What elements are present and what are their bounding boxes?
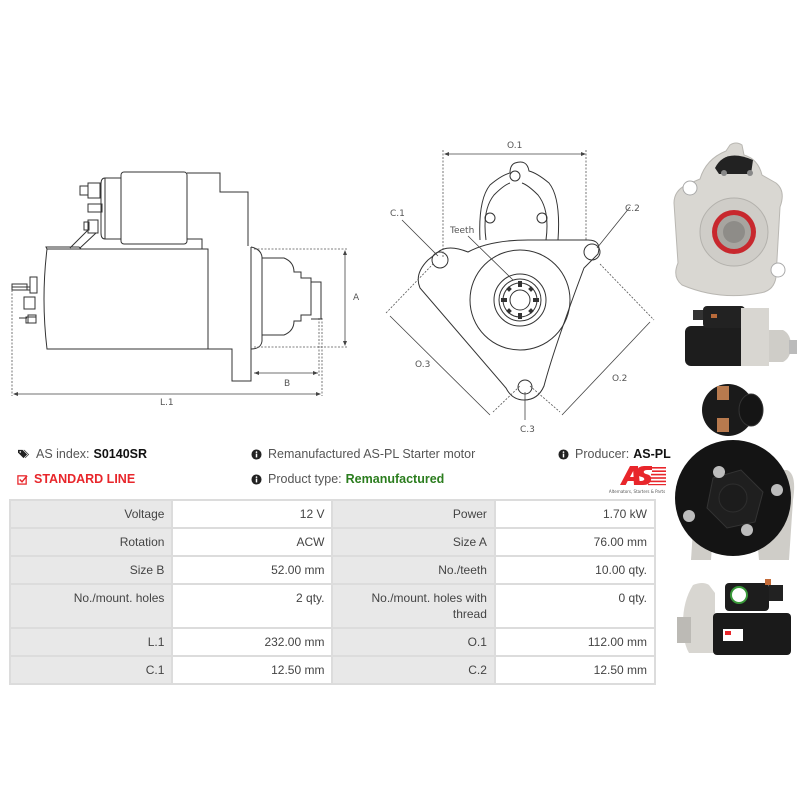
dim-label-a: A: [353, 293, 360, 303]
spec-key: O.1: [331, 627, 496, 657]
spec-key: Voltage: [8, 499, 174, 529]
spec-value: ACW: [171, 527, 334, 557]
dim-label-c1: C.1: [390, 209, 405, 219]
as-index-value: S0140SR: [93, 447, 148, 461]
info-icon: [251, 473, 262, 485]
dim-label-c3: C.3: [520, 425, 535, 435]
table-row: C.1 12.50 mm C.2 12.50 mm: [8, 655, 657, 685]
standard-line-label: STANDARD LINE: [34, 472, 136, 486]
spec-key: No./mount. holes: [8, 583, 174, 629]
info-icon: [558, 448, 569, 460]
tags-icon: [18, 449, 29, 458]
dim-label-o1: O.1: [507, 141, 522, 151]
dim-label-o3: O.3: [415, 360, 430, 370]
product-photo-side[interactable]: [675, 300, 800, 375]
dim-label-o2: O.2: [612, 374, 627, 384]
description: Remanufactured AS-PL Starter motor: [251, 447, 475, 461]
product-type-label: Product type:: [268, 472, 342, 486]
spec-key: C.1: [8, 655, 174, 685]
description-text: Remanufactured AS-PL Starter motor: [268, 447, 476, 461]
product-photo-side-alt[interactable]: [673, 575, 798, 665]
table-row: Size B 52.00 mm No./teeth 10.00 qty.: [8, 555, 657, 585]
spec-key: No./mount. holes with thread: [331, 583, 496, 629]
table-row: L.1 232.00 mm O.1 112.00 mm: [8, 627, 657, 657]
product-photo-rear[interactable]: [673, 380, 798, 570]
spec-key: Size B: [8, 555, 174, 585]
spec-value: 1.70 kW: [493, 499, 657, 529]
spec-key: No./teeth: [331, 555, 496, 585]
dim-label-b: B: [284, 379, 290, 389]
producer-label: Producer:: [575, 447, 630, 461]
spec-value: 0 qty.: [493, 583, 657, 629]
spec-value: 76.00 mm: [493, 527, 657, 557]
product-type-value: Remanufactured: [345, 472, 445, 486]
info-icon: [251, 448, 262, 460]
spec-value: 12.50 mm: [493, 655, 657, 685]
dim-label-teeth: Teeth: [449, 226, 474, 236]
spec-value: 12 V: [171, 499, 334, 529]
as-logo: Alternators, Starters & Parts: [609, 466, 666, 494]
spec-key: C.2: [331, 655, 496, 685]
producer-value: AS-PL: [633, 447, 671, 461]
spec-table: Voltage 12 V Power 1.70 kW Rotation ACW …: [8, 499, 657, 685]
table-row: Rotation ACW Size A 76.00 mm: [8, 527, 657, 557]
as-index-label: AS index:: [36, 447, 90, 461]
spec-value: 112.00 mm: [493, 627, 657, 657]
front-view-drawing: O.1 C.1 C.2 Teeth O.3 O.2 C.3: [385, 141, 655, 435]
producer: Producer: AS-PL: [558, 447, 671, 461]
side-view-drawing: A B L.1: [11, 171, 360, 408]
product-photo-front[interactable]: [670, 140, 795, 300]
as-index: AS index: S0140SR: [17, 447, 147, 461]
spec-key: Power: [331, 499, 496, 529]
dim-label-l1: L.1: [160, 398, 174, 408]
spec-value: 2 qty.: [171, 583, 334, 629]
table-row: Voltage 12 V Power 1.70 kW: [8, 499, 657, 529]
spec-key: Size A: [331, 527, 496, 557]
spec-value: 232.00 mm: [171, 627, 334, 657]
standard-line: STANDARD LINE: [17, 472, 135, 486]
spec-key: Rotation: [8, 527, 174, 557]
checkbox-checked-icon: [17, 474, 28, 485]
spec-key: L.1: [8, 627, 174, 657]
spec-value: 10.00 qty.: [493, 555, 657, 585]
spec-value: 52.00 mm: [171, 555, 334, 585]
dim-label-c2: C.2: [625, 204, 640, 214]
table-row: No./mount. holes 2 qty. No./mount. holes…: [8, 583, 657, 629]
spec-value: 12.50 mm: [171, 655, 334, 685]
logo-tagline: Alternators, Starters & Parts: [609, 489, 665, 494]
product-type: Product type: Remanufactured: [251, 472, 444, 486]
